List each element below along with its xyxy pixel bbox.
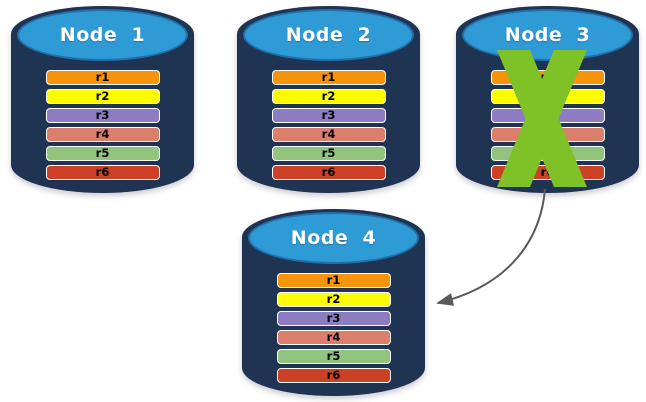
node-1-row-r1: r1	[45, 70, 160, 85]
node-1-row-r5: r5	[45, 146, 160, 161]
node-2: Node 2 r1 r2 r3 r4 r5 r6	[237, 6, 420, 193]
node-2-row-r2: r2	[271, 89, 386, 104]
node-4-row-r4: r4	[276, 330, 391, 345]
node-2-replica-stack: r1 r2 r3 r4 r5 r6	[271, 70, 386, 180]
node-3-row-r3: r3	[490, 108, 605, 123]
node-2-cylinder-top: Node 2	[243, 9, 414, 61]
node-3: Node 3 r1 r2 r3 r4 r5 r6	[456, 6, 639, 193]
node-4-row-r5: r5	[276, 349, 391, 364]
node-2-row-r6: r6	[271, 165, 386, 180]
node-4-row-r1: r1	[276, 273, 391, 288]
node-1: Node 1 r1 r2 r3 r4 r5 r6	[11, 6, 194, 193]
node-2-row-r1: r1	[271, 70, 386, 85]
node-1-row-r3: r3	[45, 108, 160, 123]
node-1-row-r2: r2	[45, 89, 160, 104]
node-4-replica-stack: r1 r2 r3 r4 r5 r6	[276, 273, 391, 383]
node-1-cylinder-top: Node 1	[17, 9, 188, 61]
node-2-row-r5: r5	[271, 146, 386, 161]
node-4: Node 4 r1 r2 r3 r4 r5 r6	[242, 209, 425, 396]
node-3-row-r2: r2	[490, 89, 605, 104]
node-3-row-r5: r5	[490, 146, 605, 161]
node-1-replica-stack: r1 r2 r3 r4 r5 r6	[45, 70, 160, 180]
node-4-cylinder-top: Node 4	[248, 212, 419, 264]
node-2-row-r4: r4	[271, 127, 386, 142]
node-4-row-r3: r3	[276, 311, 391, 326]
node-4-row-r6: r6	[276, 368, 391, 383]
node-2-row-r3: r3	[271, 108, 386, 123]
node-1-row-r4: r4	[45, 127, 160, 142]
node-3-row-r1: r1	[490, 70, 605, 85]
node-1-row-r6: r6	[45, 165, 160, 180]
node-3-cylinder-top: Node 3	[462, 9, 633, 61]
node-3-replica-stack: r1 r2 r3 r4 r5 r6	[490, 70, 605, 180]
node-1-title: Node 1	[59, 24, 146, 46]
node-3-row-r4: r4	[490, 127, 605, 142]
node-3-row-r6: r6	[490, 165, 605, 180]
node-3-title: Node 3	[504, 24, 591, 46]
node-4-row-r2: r2	[276, 292, 391, 307]
node-4-title: Node 4	[290, 227, 377, 249]
node-2-title: Node 2	[285, 24, 372, 46]
